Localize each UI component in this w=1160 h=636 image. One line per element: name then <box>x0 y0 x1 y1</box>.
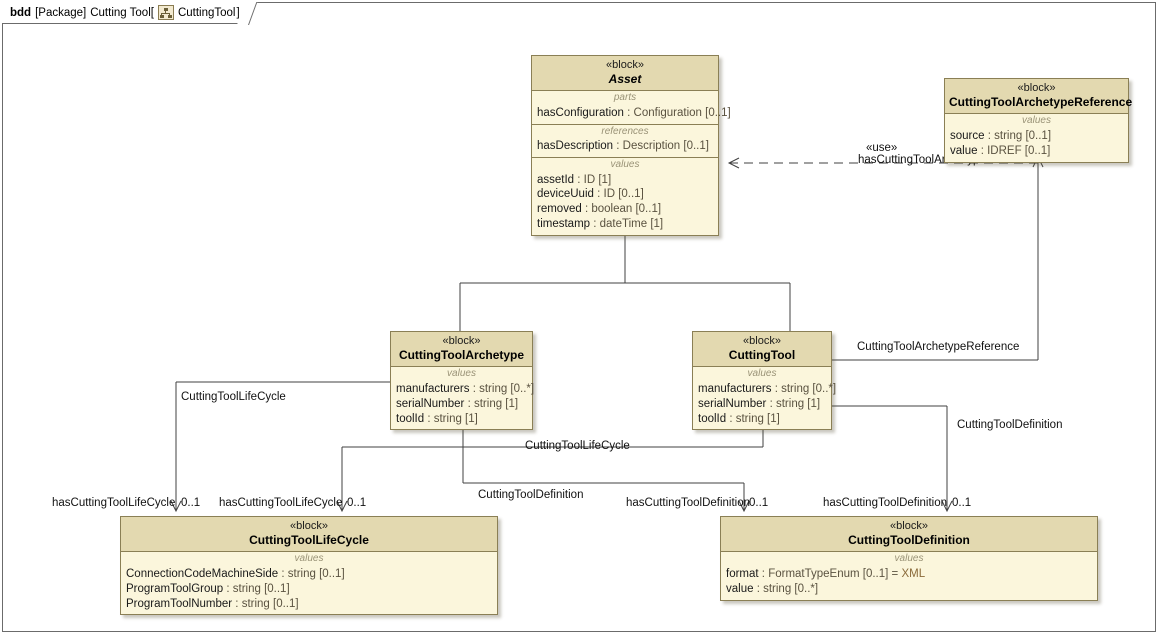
block-ctar-stereotype: «block» <box>1017 82 1056 94</box>
block-asset-header: «block» Asset <box>532 56 718 92</box>
block-asset-compartment-parts: parts hasConfiguration : Configuration [… <box>532 91 731 125</box>
block-ctlc-header: «block» CuttingToolLifeCycle <box>121 517 497 553</box>
block-ct-compartment-values: values manufacturers : string [0..*] ser… <box>693 367 837 430</box>
block-cuttingtoolarchetype[interactable]: «block» CuttingToolArchetype values manu… <box>390 331 535 431</box>
diagram-scope: [Package] <box>35 6 87 19</box>
edge-label-has-lifecycle-1: hasCuttingToolLifeCycle <box>52 497 176 509</box>
edge-label-has-lifecycle-2-mult: 0..1 <box>347 497 367 509</box>
compartment-label-values: values <box>894 553 924 565</box>
generalization-asset <box>459 220 791 331</box>
edge-label-lifecycle-role-mid: CuttingToolLifeCycle <box>525 440 630 452</box>
edge-label-definition-role-right: CuttingToolDefinition <box>957 419 1063 431</box>
block-ctlc-name: CuttingToolLifeCycle <box>249 532 369 547</box>
block-cta-compartment-values: values manufacturers : string [0..*] ser… <box>391 367 535 430</box>
block-asset-compartment-references: references hasDescription : Description … <box>532 124 718 158</box>
property-removed: removed : boolean [0..1] <box>537 203 662 216</box>
diagram-title-tab[interactable]: bdd [Package] Cutting Tool[ CuttingTool … <box>2 2 258 25</box>
block-ct-header: «block» CuttingTool <box>693 332 831 368</box>
block-asset[interactable]: «block» Asset parts hasConfiguration : C… <box>531 55 731 237</box>
compartment-label-values: values <box>447 368 476 380</box>
property-ProgramToolGroup: ProgramToolGroup : string [0..1] <box>126 582 290 595</box>
edge-label-use-stereotype: «use» <box>866 142 898 154</box>
block-ctd-header: «block» CuttingToolDefinition <box>721 517 1097 553</box>
property-timestamp: timestamp : dateTime [1] <box>537 218 664 231</box>
edge-label-has-definition-2: hasCuttingToolDefinition <box>823 497 948 509</box>
block-ctd-name: CuttingToolDefinition <box>848 532 970 547</box>
block-ctar-name: CuttingToolArchetypeReference <box>949 94 1133 109</box>
property-serialNumber: serialNumber : string [1] <box>396 397 519 410</box>
diagram-title-suffix: ] <box>236 6 240 19</box>
property-source: source : string [0..1] <box>950 129 1052 142</box>
block-cuttingtoollifecycle[interactable]: «block» CuttingToolLifeCycle values Conn… <box>120 516 498 616</box>
package-diagram-icon <box>157 5 174 20</box>
property-manufacturers: manufacturers : string [0..*] <box>396 382 535 395</box>
compartment-label-references: references <box>601 125 649 137</box>
property-serialNumber: serialNumber : string [1] <box>698 397 821 410</box>
compartment-label-values: values <box>610 159 640 170</box>
block-ctar-header: «block» CuttingToolArchetypeReference <box>945 79 1133 115</box>
diagram-kind: bdd <box>10 6 32 19</box>
property-assetId: assetId : ID [1] <box>537 173 612 186</box>
block-cuttingtool[interactable]: «block» CuttingTool values manufacturers… <box>692 331 837 431</box>
block-ctd-stereotype: «block» <box>890 520 928 532</box>
block-cta-stereotype: «block» <box>442 335 481 347</box>
edge-label-has-definition-2-mult: 0..1 <box>952 497 972 509</box>
block-cta-name: CuttingToolArchetype <box>398 347 525 362</box>
block-ctlc-compartment-values: values ConnectionCodeMachineSide : strin… <box>121 552 497 615</box>
property-value: value : string [0..*] <box>726 582 819 595</box>
block-cta-header: «block» CuttingToolArchetype <box>391 332 532 368</box>
block-ctd-compartment-values: values format : FormatTypeEnum [0..1] = … <box>721 552 1097 600</box>
association-cuttingtool-definition <box>832 405 953 513</box>
edge-label-definition-role-mid: CuttingToolDefinition <box>478 489 584 501</box>
block-asset-stereotype: «block» <box>606 59 644 71</box>
association-archetype-definition <box>462 422 750 513</box>
block-asset-name: Asset <box>608 71 642 86</box>
property-value: value : IDREF [0..1] <box>950 144 1051 157</box>
edge-label-archetype-reference-role: CuttingToolArchetypeReference <box>857 341 1020 353</box>
association-archetype-lifecycle <box>170 381 390 513</box>
property-ConnectionCodeMachineSide: ConnectionCodeMachineSide : string [0..1… <box>126 567 345 580</box>
property-toolId: toolId : string [1] <box>698 412 780 425</box>
property-toolId: toolId : string [1] <box>396 412 478 425</box>
property-deviceUuid: deviceUuid : ID [0..1] <box>537 188 644 201</box>
block-ctlc-stereotype: «block» <box>290 520 328 532</box>
dependency-use-archetype-reference <box>727 157 1038 169</box>
edge-label-has-lifecycle-2: hasCuttingToolLifeCycle <box>219 497 343 509</box>
property-format: format : FormatTypeEnum [0..1] = XML <box>726 567 926 580</box>
association-cuttingtool-archetypereference <box>832 155 1044 361</box>
diagram-element-name: CuttingTool <box>177 6 236 19</box>
property-hasConfiguration: hasConfiguration : Configuration [0..1] <box>537 106 731 119</box>
block-cuttingtooldefinition[interactable]: «block» CuttingToolDefinition values for… <box>720 516 1098 601</box>
compartment-label-values: values <box>747 368 777 380</box>
block-asset-compartment-values: values assetId : ID [1] deviceUuid : ID … <box>532 158 718 236</box>
block-ct-stereotype: «block» <box>743 335 781 347</box>
property-ProgramToolNumber: ProgramToolNumber : string [0..1] <box>126 597 299 610</box>
property-hasDescription: hasDescription : Description [0..1] <box>537 140 709 153</box>
edge-label-has-definition-1: hasCuttingToolDefinition <box>626 497 751 509</box>
block-cuttingtoolarchetypereference[interactable]: «block» CuttingToolArchetypeReference va… <box>944 78 1133 163</box>
compartment-label-parts: parts <box>613 92 637 104</box>
edge-label-has-definition-1-mult: 0..1 <box>749 497 769 509</box>
compartment-label-values: values <box>1022 115 1051 127</box>
property-manufacturers: manufacturers : string [0..*] <box>698 382 837 395</box>
block-ctar-compartment-values: values source : string [0..1] value : ID… <box>945 114 1128 162</box>
edge-label-lifecycle-role-left: CuttingToolLifeCycle <box>181 391 286 403</box>
compartment-label-values: values <box>294 553 324 565</box>
edge-label-has-lifecycle-1-mult: 0..1 <box>181 497 201 509</box>
diagram-package-name: Cutting Tool[ <box>90 6 154 19</box>
block-ct-name: CuttingTool <box>728 347 796 362</box>
